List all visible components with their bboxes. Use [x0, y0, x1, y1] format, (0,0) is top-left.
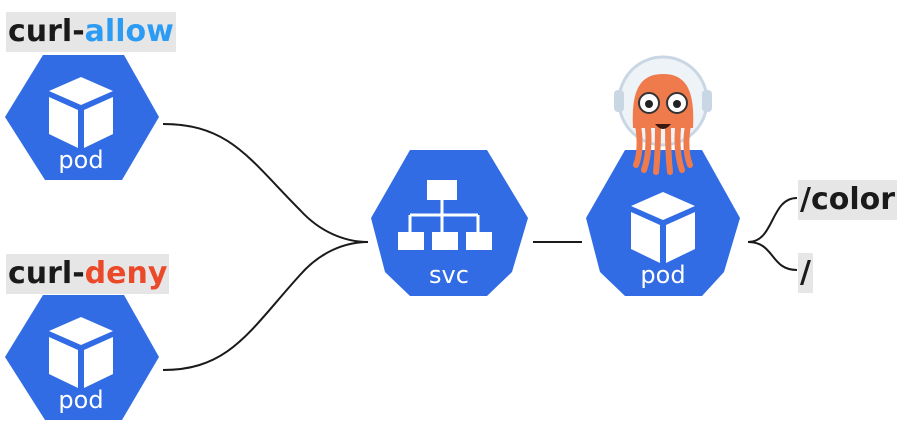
pod-allow-caption: pod — [58, 146, 103, 174]
curl-allow-word: allow — [84, 14, 174, 49]
edge-allow-to-svc — [162, 123, 369, 243]
edge-deny-to-svc — [162, 241, 369, 371]
pod-deny-node: pod — [5, 295, 159, 420]
route-root-label: / — [798, 253, 813, 293]
curl-deny-word: deny — [84, 256, 168, 291]
route-color-label: /color — [798, 180, 898, 220]
svc-node: svc — [371, 150, 528, 296]
argo-octopus-icon — [614, 55, 712, 175]
curl-allow-prefix: curl- — [8, 14, 85, 49]
pod-deny-caption: pod — [58, 386, 103, 414]
pod-target-node: pod — [586, 150, 740, 296]
network-icon — [398, 180, 492, 250]
pod-allow-node: pod — [5, 55, 159, 180]
pod-target-caption: pod — [640, 261, 685, 289]
edge-pod-to-root — [747, 241, 798, 271]
curl-allow-label: curl-allow — [6, 12, 176, 52]
svc-caption: svc — [429, 261, 469, 289]
curl-deny-prefix: curl- — [8, 256, 85, 291]
curl-deny-label: curl-deny — [6, 254, 170, 294]
edge-pod-to-color — [747, 197, 798, 243]
